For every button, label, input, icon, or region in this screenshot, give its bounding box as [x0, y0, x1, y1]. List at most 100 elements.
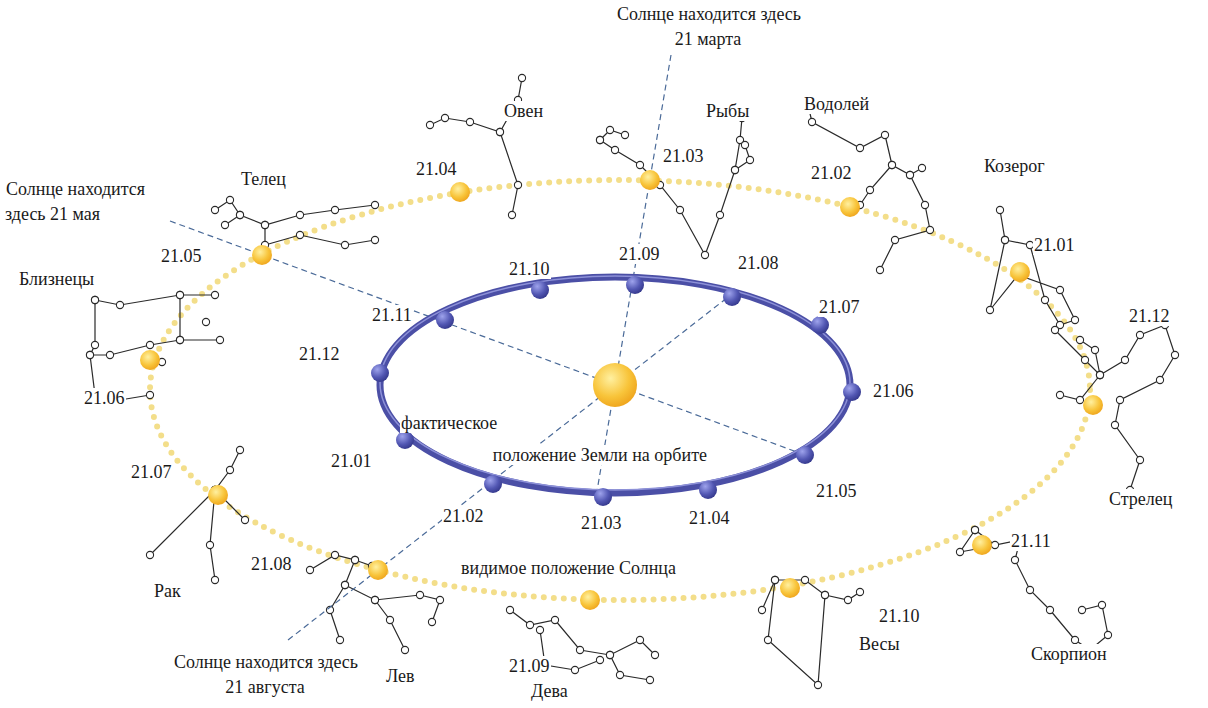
- star: [241, 516, 248, 523]
- earth-position: [396, 431, 414, 449]
- label-box: Дева: [530, 680, 569, 702]
- sun: [593, 363, 637, 407]
- star: [341, 581, 348, 588]
- star: [821, 591, 828, 598]
- star: [891, 236, 898, 243]
- label-text: Скорпион: [1030, 644, 1108, 664]
- label-box: Близнецы: [18, 268, 95, 290]
- star: [91, 296, 98, 303]
- star: [441, 114, 448, 121]
- star: [1011, 556, 1018, 563]
- earth-position: [371, 364, 389, 382]
- star: [211, 576, 218, 583]
- star: [331, 206, 338, 213]
- star: [296, 231, 303, 238]
- label-text: Лев: [385, 666, 416, 686]
- star: [261, 221, 268, 228]
- caption-text: фактическое положение Земли на орбите: [400, 413, 708, 465]
- label-text: 21.11: [371, 305, 413, 325]
- star: [202, 318, 209, 325]
- sight-lines: [170, 55, 805, 640]
- star: [576, 646, 583, 653]
- star: [351, 556, 358, 563]
- star: [611, 146, 618, 153]
- ecliptic-path: [150, 180, 1090, 600]
- star: [296, 211, 303, 218]
- star: [814, 681, 821, 688]
- star: [1121, 356, 1128, 363]
- star: [116, 301, 123, 308]
- constellation-line: [1055, 325, 1175, 490]
- label-box: 21.05: [815, 480, 858, 502]
- label-text: 21.05: [160, 246, 203, 266]
- star: [1096, 371, 1103, 378]
- star: [876, 266, 883, 273]
- label-box: 21.09: [508, 655, 551, 677]
- star: [341, 581, 348, 588]
- star: [371, 236, 378, 243]
- star: [596, 136, 603, 143]
- star: [808, 118, 815, 125]
- label-text: 21.01: [1033, 235, 1076, 255]
- label-box: 21.07: [130, 461, 173, 483]
- caption-text: Солнце находится здесь 21 августа: [173, 652, 358, 697]
- label-box: 21.10: [878, 605, 921, 627]
- star: [428, 618, 435, 625]
- label-box: Скорпион: [1030, 643, 1108, 665]
- label-text: 21.01: [330, 451, 373, 471]
- star: [1076, 336, 1083, 343]
- constellation-line: [95, 295, 215, 305]
- star: [514, 181, 521, 188]
- star: [821, 591, 828, 598]
- star: [716, 211, 723, 218]
- constellation-line: [975, 530, 1108, 650]
- star: [426, 121, 433, 128]
- label-text: 21.08: [737, 253, 780, 273]
- sun-position: [140, 350, 160, 370]
- sun-position: [1083, 395, 1103, 415]
- star: [371, 596, 378, 603]
- star: [416, 591, 423, 598]
- label-box: 21.01: [1033, 234, 1076, 256]
- star: [888, 161, 895, 168]
- star: [856, 588, 863, 595]
- earth-position: [484, 475, 502, 493]
- label-text: 21.04: [688, 508, 731, 528]
- star: [1171, 351, 1178, 358]
- star: [226, 466, 233, 473]
- label-box: 21.05: [160, 245, 203, 267]
- star: [1001, 236, 1008, 243]
- star: [1098, 601, 1105, 608]
- star: [616, 671, 623, 678]
- star: [206, 541, 213, 548]
- label-box: 21.03: [580, 512, 623, 534]
- constellation-line: [179, 295, 180, 340]
- star: [518, 74, 525, 81]
- star: [236, 211, 243, 218]
- earth-orbit-highlight: [380, 276, 850, 490]
- label-text: 21.03: [662, 146, 705, 166]
- star: [496, 128, 503, 135]
- star: [856, 144, 863, 151]
- label-text: 21.02: [810, 163, 853, 183]
- label-box: Стрелец: [1108, 488, 1173, 510]
- label-box: Солнце находится здесь 21 марта: [613, 2, 804, 52]
- star: [331, 551, 338, 558]
- earth-position: [594, 488, 612, 506]
- label-text: 21.06: [872, 381, 915, 401]
- label-box: Водолей: [803, 93, 870, 115]
- constellation-line: [500, 132, 518, 215]
- label-text: Стрелец: [1108, 489, 1173, 509]
- star: [606, 651, 613, 658]
- sun-position: [450, 182, 470, 202]
- label-text: 21.12: [1128, 306, 1171, 326]
- star: [336, 636, 343, 643]
- star: [1051, 326, 1058, 333]
- star: [1096, 371, 1103, 378]
- label-text: 21.05: [815, 481, 858, 501]
- earth-position: [723, 288, 741, 306]
- star: [906, 171, 913, 178]
- earth-position: [699, 481, 717, 499]
- star: [651, 651, 658, 658]
- label-text: Весы: [858, 634, 901, 654]
